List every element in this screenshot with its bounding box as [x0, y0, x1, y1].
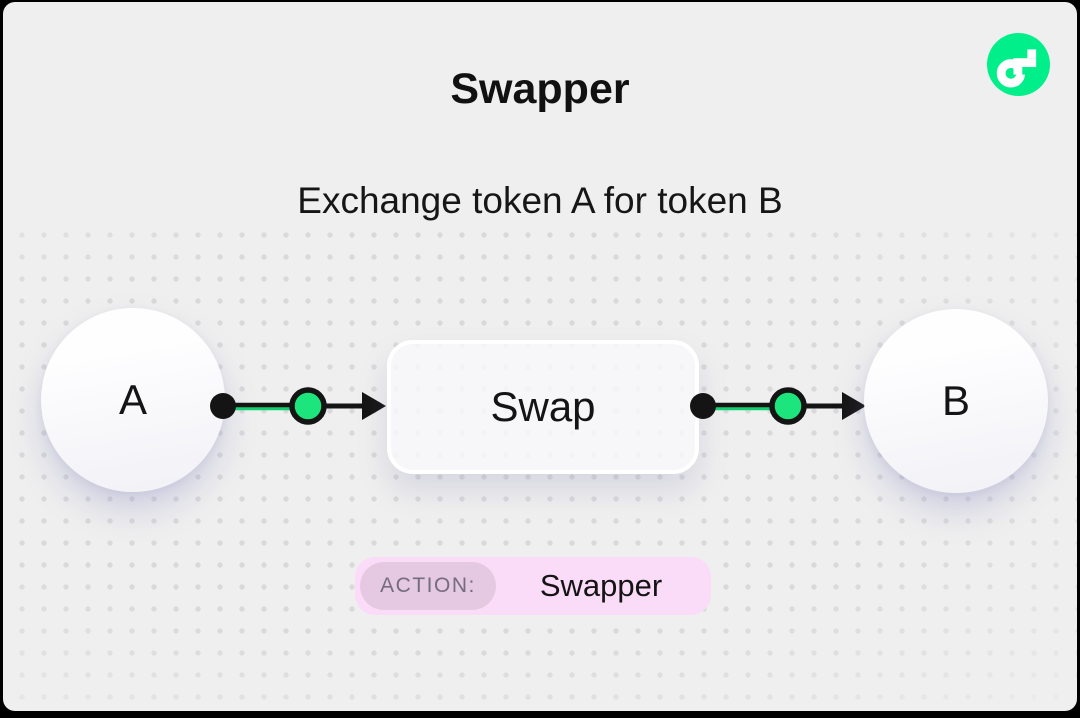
swap-node: Swap — [387, 340, 699, 474]
action-label-badge: ACTION: — [360, 562, 496, 610]
flow-logo-icon — [987, 33, 1050, 96]
page-subtitle: Exchange token A for token B — [297, 180, 783, 221]
connector-arrow-left — [210, 387, 386, 425]
token-a-node: A — [41, 308, 225, 492]
action-value: Swapper — [539, 568, 663, 603]
connector-arrow-right — [690, 387, 866, 425]
card: Swapper Exchange token A for token B A S… — [3, 2, 1077, 711]
action-pill: ACTION: Swapper — [355, 557, 711, 615]
token-b-label: B — [941, 377, 970, 424]
token-b-node: B — [864, 309, 1048, 493]
swap-node-label: Swap — [490, 383, 596, 430]
page-title: Swapper — [450, 65, 630, 113]
token-a-label: A — [118, 376, 147, 423]
